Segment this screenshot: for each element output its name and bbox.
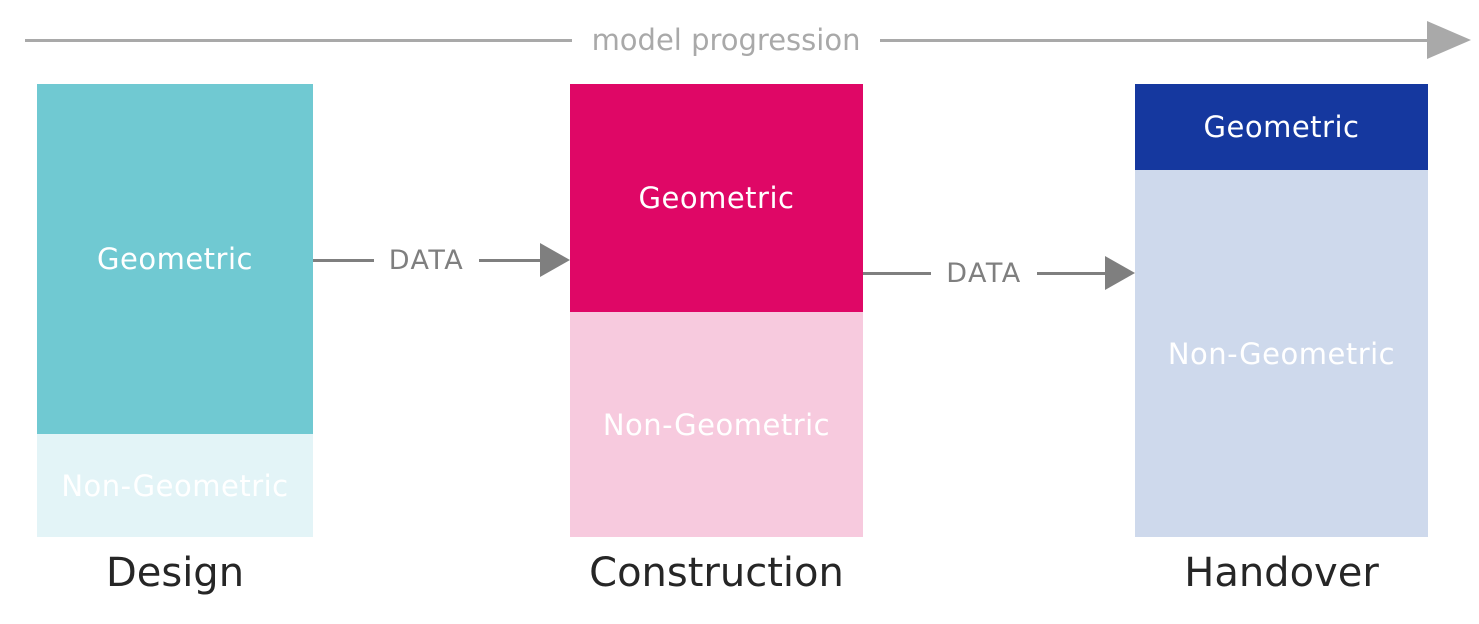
progression-line-left: [25, 38, 572, 42]
arrow-right-icon: [1427, 21, 1472, 59]
data-connector-2: DATA: [863, 256, 1135, 290]
handover-geometric-label: Geometric: [1203, 110, 1360, 144]
design-geometric-segment: Geometric: [37, 84, 313, 434]
connector-1-line-left: [313, 258, 374, 262]
construction-geometric-label: Geometric: [638, 181, 795, 215]
stage-label-construction: Construction: [589, 550, 844, 596]
connector-2-label: DATA: [946, 257, 1022, 289]
construction-non-geometric-segment: Non-Geometric: [570, 312, 863, 537]
stage-bar-design: Geometric Non-Geometric: [37, 84, 313, 537]
data-connector-1: DATA: [313, 243, 570, 277]
design-non-geometric-segment: Non-Geometric: [37, 434, 313, 537]
stage-bar-construction: Geometric Non-Geometric: [570, 84, 863, 537]
stage-bar-handover: Geometric Non-Geometric: [1135, 84, 1428, 537]
construction-non-geometric-label: Non-Geometric: [602, 407, 831, 442]
handover-non-geometric-segment: Non-Geometric: [1135, 170, 1428, 537]
progression-line-right: [880, 38, 1428, 42]
connector-1-label: DATA: [388, 244, 465, 276]
design-non-geometric-label: Non-Geometric: [61, 468, 289, 503]
arrow-right-icon: [1105, 256, 1135, 290]
connector-2-line-left: [863, 271, 932, 275]
handover-geometric-segment: Geometric: [1135, 84, 1428, 170]
design-geometric-label: Geometric: [97, 242, 253, 276]
connector-1-line-right: [479, 258, 540, 262]
arrow-right-icon: [540, 243, 570, 277]
stage-label-handover: Handover: [1184, 550, 1379, 596]
handover-non-geometric-label: Non-Geometric: [1167, 336, 1396, 371]
construction-geometric-segment: Geometric: [570, 84, 863, 312]
model-progression-arrow: model progression: [25, 21, 1472, 59]
stage-label-design: Design: [105, 550, 245, 596]
connector-2-line-right: [1036, 271, 1105, 275]
progression-label: model progression: [591, 23, 861, 57]
